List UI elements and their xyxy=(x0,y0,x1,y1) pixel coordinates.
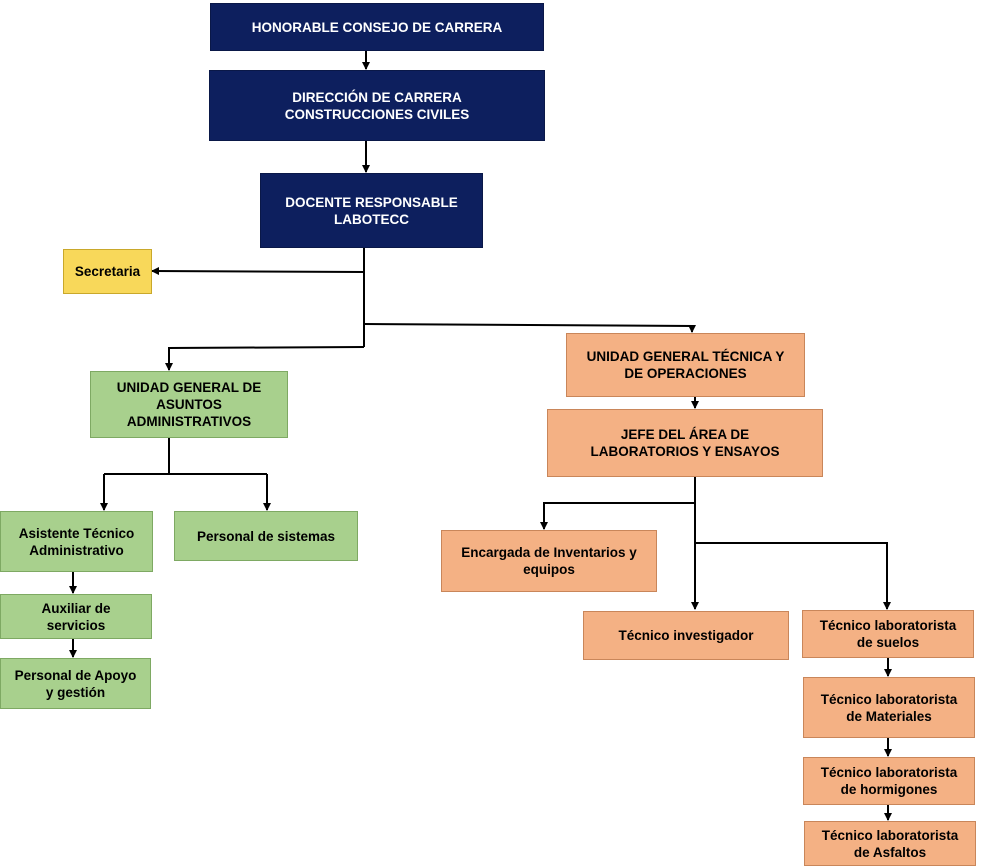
connector-jefe-suelos xyxy=(695,542,891,610)
node-personal-apoyo: Personal de Apoyo y gestión xyxy=(0,658,151,709)
connector-docente-asuntos xyxy=(165,346,365,371)
connector-jefe-inventarios xyxy=(540,502,695,530)
node-consejo: HONORABLE CONSEJO DE CARRERA xyxy=(210,3,544,51)
node-auxiliar-servicios: Auxiliar de servicios xyxy=(0,594,152,639)
node-tecnico-suelos: Técnico laboratorista de suelos xyxy=(802,610,974,658)
node-tecnico-materiales: Técnico laboratorista de Materiales xyxy=(803,677,975,738)
node-personal-sistemas: Personal de sistemas xyxy=(174,511,358,561)
connector-docente-tecnica xyxy=(363,323,696,333)
node-secretaria: Secretaria xyxy=(63,249,152,294)
node-tecnico-investigador: Técnico investigador xyxy=(583,611,789,660)
node-direccion: DIRECCIÓN DE CARRERA CONSTRUCCIONES CIVI… xyxy=(209,70,545,141)
node-asuntos-administrativos: UNIDAD GENERAL DE ASUNTOS ADMINISTRATIVO… xyxy=(90,371,288,438)
node-docente: DOCENTE RESPONSABLE LABOTECC xyxy=(260,173,483,248)
node-asistente-tecnico: Asistente Técnico Administrativo xyxy=(0,511,153,572)
node-encargada-inventarios: Encargada de Inventarios y equipos xyxy=(441,530,657,592)
connector-docente-secretaria xyxy=(151,267,365,276)
node-unidad-tecnica-operaciones: UNIDAD GENERAL TÉCNICA Y DE OPERACIONES xyxy=(566,333,805,397)
node-tecnico-hormigones: Técnico laboratorista de hormigones xyxy=(803,757,975,805)
node-jefe-area-laboratorios: JEFE DEL ÁREA DE LABORATORIOS Y ENSAYOS xyxy=(547,409,823,477)
node-tecnico-asfaltos: Técnico laboratorista de Asfaltos xyxy=(804,821,976,866)
